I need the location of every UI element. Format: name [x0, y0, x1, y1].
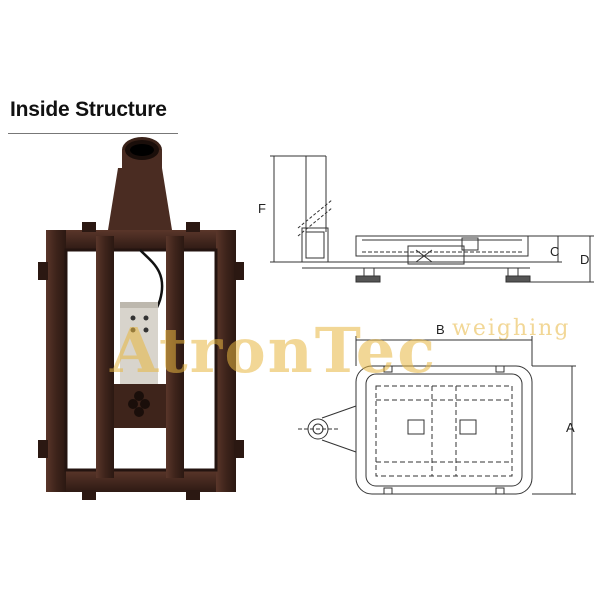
load-cell	[120, 302, 158, 384]
dimension-a-label: A	[566, 420, 575, 435]
column-bracket	[108, 137, 172, 230]
side-view	[270, 155, 594, 283]
inner-bars	[96, 236, 184, 478]
page-title: Inside Structure	[10, 98, 167, 121]
corner-feet	[38, 222, 244, 500]
dimension-f-label: F	[258, 201, 266, 216]
dimension-b-label: B	[436, 322, 445, 337]
title-divider	[8, 133, 178, 134]
mounting-plate	[114, 384, 166, 428]
top-view	[298, 336, 576, 495]
dimension-d-label: D	[580, 252, 589, 267]
dimension-c-label: C	[550, 244, 559, 259]
outer-frame	[46, 230, 236, 492]
